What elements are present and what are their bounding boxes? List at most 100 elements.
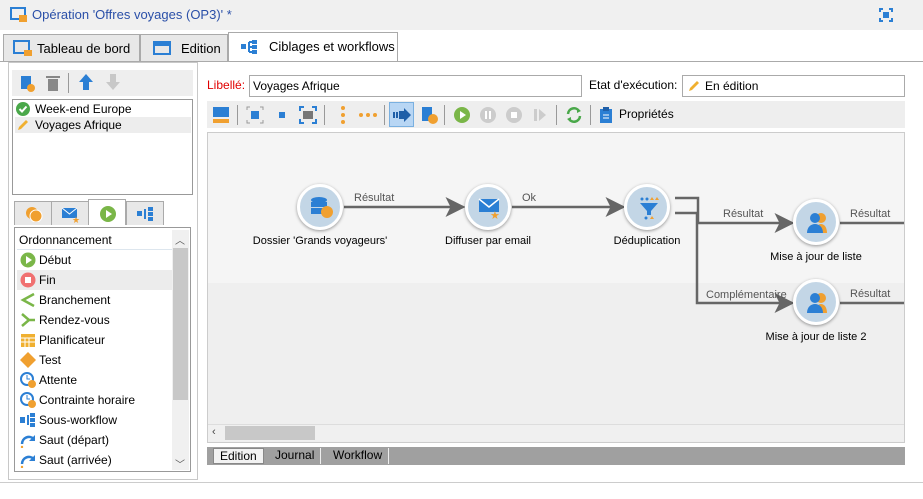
database-icon bbox=[311, 197, 333, 218]
palette-item-label: Planificateur bbox=[39, 333, 106, 347]
transition-label: Résultat bbox=[850, 208, 891, 220]
tab-workflow[interactable]: Workflow bbox=[327, 448, 390, 464]
new-workflow-icon[interactable] bbox=[19, 74, 35, 92]
state-value: En édition bbox=[705, 79, 759, 93]
users-icon bbox=[807, 213, 827, 233]
palette-item[interactable]: Planificateur bbox=[17, 330, 173, 350]
palette-item-label: Test bbox=[39, 353, 62, 367]
palette-item[interactable]: Rendez-vous bbox=[17, 310, 173, 330]
bottom-tabs: Edition Journal Workflow bbox=[207, 447, 905, 465]
step-icon[interactable] bbox=[530, 105, 550, 125]
tab-edition[interactable]: Edition bbox=[140, 34, 228, 61]
horizontal-layout-icon[interactable] bbox=[358, 105, 378, 125]
label-input[interactable]: Voyages Afrique bbox=[249, 75, 582, 97]
subtab-scheduling[interactable] bbox=[88, 199, 126, 225]
palette-item[interactable]: Saut (arrivée) bbox=[17, 450, 173, 470]
jump-end-icon bbox=[20, 455, 35, 468]
activity-label: Mise à jour de liste bbox=[770, 251, 862, 263]
palette-item[interactable]: Branchement bbox=[17, 290, 173, 310]
separator bbox=[590, 105, 591, 125]
edition-icon bbox=[153, 41, 171, 55]
transition-label: Résultat bbox=[723, 208, 764, 220]
funnel-icon bbox=[640, 197, 659, 220]
clipboard-icon bbox=[600, 107, 612, 123]
list-item[interactable]: Week-end Europe bbox=[15, 101, 191, 117]
workflow-icon bbox=[241, 40, 257, 54]
list-item[interactable]: Voyages Afrique bbox=[15, 117, 191, 133]
properties-label: Propriétés bbox=[619, 107, 674, 121]
scroll-left-icon[interactable]: ‹ bbox=[212, 426, 216, 438]
subtab-targeting[interactable] bbox=[14, 201, 52, 225]
activity-list-update[interactable] bbox=[793, 199, 839, 245]
zoom-reset-icon[interactable] bbox=[272, 105, 292, 125]
start-icon[interactable] bbox=[452, 105, 472, 125]
workflow-info-icon[interactable] bbox=[419, 105, 439, 125]
activity-list-update-2[interactable] bbox=[793, 279, 839, 325]
palette-item-label: Début bbox=[39, 253, 72, 267]
operation-icon bbox=[10, 7, 27, 22]
separator bbox=[237, 105, 238, 125]
andjoin-icon bbox=[21, 313, 35, 327]
scroll-thumb[interactable] bbox=[225, 426, 315, 440]
palette-item[interactable]: Début bbox=[17, 250, 173, 270]
separator bbox=[384, 105, 385, 125]
layout-icon[interactable] bbox=[212, 105, 232, 125]
transition-label: Résultat bbox=[850, 288, 891, 300]
dashboard-icon bbox=[13, 40, 32, 56]
check-icon bbox=[16, 102, 30, 116]
maximize-icon[interactable] bbox=[879, 8, 893, 22]
arrow-right-icon bbox=[393, 108, 411, 122]
vertical-layout-icon[interactable] bbox=[333, 105, 353, 125]
pause-icon[interactable] bbox=[478, 105, 498, 125]
move-up-icon[interactable] bbox=[78, 73, 94, 91]
label-caption: Libellé: bbox=[207, 78, 246, 92]
activity-deduplication[interactable] bbox=[624, 184, 670, 230]
pencil-icon bbox=[18, 120, 28, 130]
zoom-out-icon[interactable] bbox=[298, 105, 318, 125]
palette-item-label: Contrainte horaire bbox=[39, 393, 136, 407]
link-mode-button[interactable] bbox=[389, 102, 414, 127]
palette-item[interactable]: Saut (départ) bbox=[17, 430, 173, 450]
tab-tableau-de-bord[interactable]: Tableau de bord bbox=[3, 34, 140, 61]
tab-ciblages-workflows[interactable]: Ciblages et workflows bbox=[228, 32, 398, 61]
separator bbox=[68, 73, 69, 93]
palette-item-label: Saut (arrivée) bbox=[39, 453, 112, 467]
transitions bbox=[344, 196, 904, 313]
move-down-icon[interactable] bbox=[105, 73, 121, 91]
workflow-canvas[interactable]: Résultat Ok Résultat Complémentaire Résu… bbox=[207, 132, 905, 443]
activity-email-delivery[interactable]: ★ bbox=[465, 184, 511, 230]
tab-label: Ciblages et workflows bbox=[269, 39, 395, 54]
tab-journal[interactable]: Journal bbox=[269, 448, 322, 464]
palette-item[interactable]: Contrainte horaire bbox=[17, 390, 173, 410]
palette-header: Ordonnancement bbox=[17, 230, 173, 250]
subworkflow-icon bbox=[20, 413, 35, 427]
activity-label: Déduplication bbox=[613, 235, 681, 247]
activity-label: Dossier 'Grands voyageurs' bbox=[252, 235, 388, 247]
refresh-icon[interactable] bbox=[564, 105, 584, 125]
scroll-thumb[interactable] bbox=[173, 248, 188, 400]
scroll-up-icon[interactable]: ︿ bbox=[175, 236, 185, 247]
scheduler-icon bbox=[21, 334, 35, 347]
subtab-tools[interactable] bbox=[126, 201, 164, 225]
horizontal-scrollbar[interactable]: ‹ bbox=[208, 424, 904, 441]
stop-icon[interactable] bbox=[504, 105, 524, 125]
palette-item[interactable]: Sous-workflow bbox=[17, 410, 173, 430]
activity-query[interactable] bbox=[297, 184, 343, 230]
palette-item[interactable]: Test bbox=[17, 350, 173, 370]
jump-start-icon bbox=[20, 435, 35, 448]
zoom-fit-icon[interactable] bbox=[245, 105, 265, 125]
tab-label: Tableau de bord bbox=[37, 41, 131, 56]
workflow-name: Voyages Afrique bbox=[35, 118, 122, 132]
delete-icon[interactable] bbox=[45, 74, 61, 92]
pencil-icon bbox=[689, 81, 699, 91]
tab-edition[interactable]: Edition bbox=[213, 448, 264, 464]
palette-item-label: Saut (départ) bbox=[39, 433, 110, 447]
separator bbox=[444, 105, 445, 125]
scroll-down-icon[interactable]: ﹀ bbox=[175, 460, 185, 471]
activity-label: Diffuser par email bbox=[445, 235, 531, 247]
palette-item[interactable]: Fin bbox=[17, 270, 173, 290]
palette-item[interactable]: Attente bbox=[17, 370, 173, 390]
subtab-actions[interactable]: ★ bbox=[51, 201, 89, 225]
palette-scrollbar[interactable]: ︿ ﹀ bbox=[172, 230, 189, 471]
